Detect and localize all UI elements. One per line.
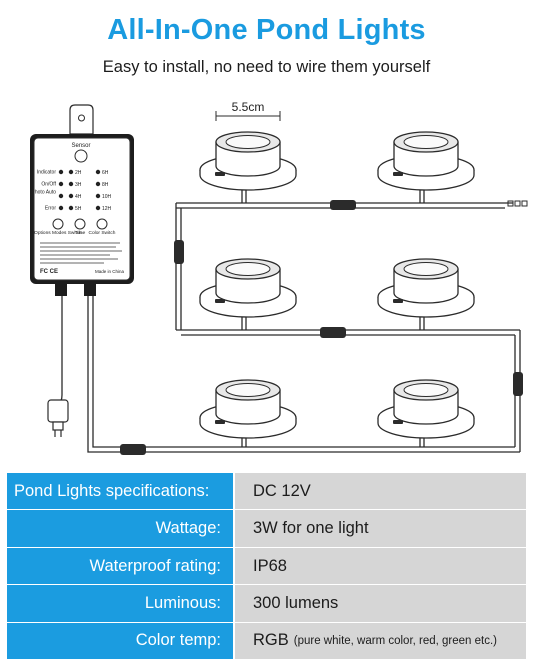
spec-row: Pond Lights specifications: DC 12V: [7, 473, 526, 511]
pond-light-icon: [377, 258, 475, 318]
made-in-label: Made in China: [95, 269, 125, 274]
certification-marks: FC CE: [40, 269, 58, 275]
timer-label: 2H: [75, 170, 82, 176]
page-title: All-In-One Pond Lights: [107, 14, 426, 46]
timer-led-icon: [68, 181, 74, 187]
pond-light-icon: [199, 131, 297, 191]
dimension-marker: [215, 111, 281, 121]
spec-value: 300 lumens: [235, 585, 526, 622]
timer-led-icon: [95, 205, 101, 211]
timer-label: 12H: [102, 206, 112, 212]
pond-lights: [199, 131, 475, 439]
timer-label: 5H: [75, 206, 82, 212]
timer-led-icon: [68, 193, 74, 199]
timer-label: 8H: [102, 182, 109, 188]
sensor-icon: [74, 149, 88, 163]
dimension-label: 5.5cm: [232, 100, 265, 114]
controller-box: Sensor: [30, 104, 134, 296]
pond-light-icon: [199, 379, 297, 439]
indicator-led-icon: [58, 193, 64, 199]
spec-value: IP68: [235, 547, 526, 585]
spec-value-text: 300 lumens: [253, 593, 339, 612]
indicator-label: Error: [45, 206, 56, 212]
spec-label: Wattage:: [7, 510, 235, 547]
pond-light-icon: [377, 379, 475, 439]
indicator-label: Indicator: [37, 170, 57, 176]
timer-led-icon: [95, 169, 101, 175]
spec-label: Pond Lights specifications:: [7, 473, 235, 510]
spec-value-text: RGB: [253, 631, 289, 650]
timer-label: 6H: [102, 170, 109, 176]
pond-light-icon: [199, 258, 297, 318]
timer-label: 3H: [75, 182, 82, 188]
timer-led-icon: [95, 181, 101, 187]
spec-label: Color temp:: [7, 622, 235, 660]
sensor-label: Sensor: [71, 143, 90, 149]
timer-led-icon: [68, 169, 74, 175]
spec-row: Color temp: RGB (pure white, warm color, r…: [7, 622, 526, 660]
spec-row: Luminous: 300 lumens: [7, 585, 526, 623]
controller-button-options-label: Options Modes Switch: [34, 230, 82, 236]
spec-label: Luminous:: [7, 585, 235, 622]
page-subtitle: Easy to install, no need to wire them yo…: [102, 58, 431, 76]
timer-led-icon: [68, 205, 74, 211]
spec-value-note: (pure white, warm color, red, green etc.…: [293, 634, 498, 647]
indicator-label: On/Off: [41, 182, 56, 188]
timer-label: 10H: [102, 194, 112, 200]
timer-led-icon: [95, 193, 101, 199]
power-plug-icon: [47, 399, 69, 437]
spec-value: RGB (pure white, warm color, red, green e…: [235, 622, 526, 660]
controller-button-time-label: Time: [75, 230, 86, 236]
spec-label: Waterproof rating:: [7, 547, 235, 585]
spec-value: DC 12V: [235, 473, 526, 510]
timer-label: 4H: [75, 194, 82, 200]
indicator-led-icon: [58, 205, 64, 211]
controller-fine-print: [40, 242, 122, 264]
specifications-table: Pond Lights specifications: DC 12V Wattage…: [7, 473, 526, 660]
controller-button-color-label: Color Switch: [89, 230, 116, 236]
indicator-label: Photo Auto: [32, 190, 57, 196]
wiring-diagram: Sensor Indicator 2H 6H On/Off 3H 8H Photo Auto…: [30, 100, 528, 455]
spec-row: Wattage: 3W for one light: [7, 510, 526, 548]
controller-indicator-rows: Indicator 2H 6H On/Off 3H 8H Photo Auto 4H 10H Er…: [32, 170, 112, 212]
cable-connectors: [120, 200, 523, 455]
indicator-led-icon: [58, 181, 64, 187]
indicator-led-icon: [58, 169, 64, 175]
cable-end-dots: [507, 200, 528, 207]
spec-value-text: IP68: [253, 556, 287, 575]
spec-value: 3W for one light: [235, 510, 526, 547]
spec-row: Waterproof rating: IP68: [7, 547, 526, 586]
pond-light-icon: [377, 131, 475, 191]
spec-value-text: 3W for one light: [253, 519, 369, 538]
spec-value-text: DC 12V: [253, 481, 311, 500]
controller-buttons: [52, 218, 108, 230]
